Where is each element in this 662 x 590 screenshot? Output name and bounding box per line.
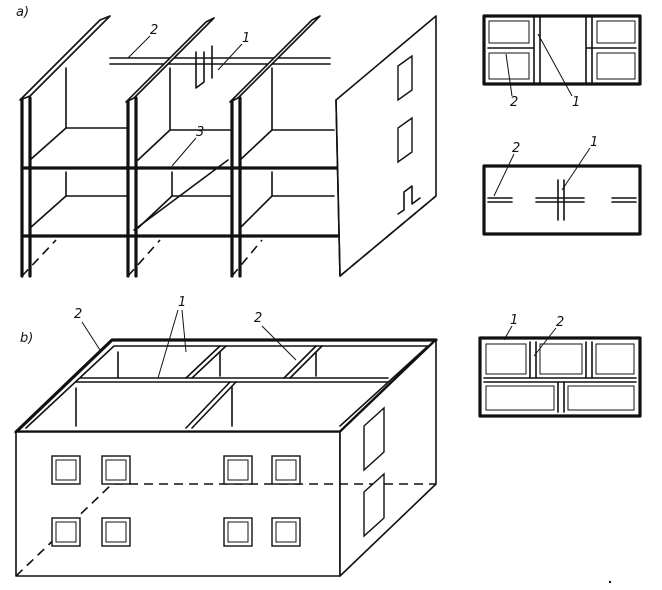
plan-a-bottom-callout-1: 1	[590, 135, 598, 150]
callout-2: 2	[150, 23, 158, 38]
figure-b-callouts: b) 2 1 2	[20, 295, 297, 379]
figure-a-isometric	[19, 15, 437, 278]
figure-a-plan-bottom: 2 1	[482, 135, 642, 236]
stray-dot	[608, 580, 612, 584]
callout-b-1: 1	[178, 295, 186, 310]
figure-b-plan: 1 2	[478, 313, 642, 418]
plan-a-bottom-callout-2: 2	[512, 141, 520, 156]
figure-a-plan-top: 2 1	[482, 14, 642, 110]
figure-b-isometric	[14, 338, 438, 577]
plan-a-top-callout-2: 2	[510, 95, 518, 110]
plan-a-top-callout-1: 1	[572, 95, 580, 110]
plan-b-callout-1: 1	[510, 313, 518, 328]
callout-b-2-right: 2	[254, 311, 262, 326]
figure-a-callouts: a) 2 1 3	[16, 5, 250, 167]
callout-b-2-left: 2	[74, 307, 82, 322]
callout-1: 1	[242, 31, 250, 46]
figure-a-label: a)	[16, 5, 29, 20]
plan-b-callout-2: 2	[556, 315, 564, 330]
callout-3: 3	[196, 125, 204, 140]
figure-b-label: b)	[20, 331, 33, 346]
